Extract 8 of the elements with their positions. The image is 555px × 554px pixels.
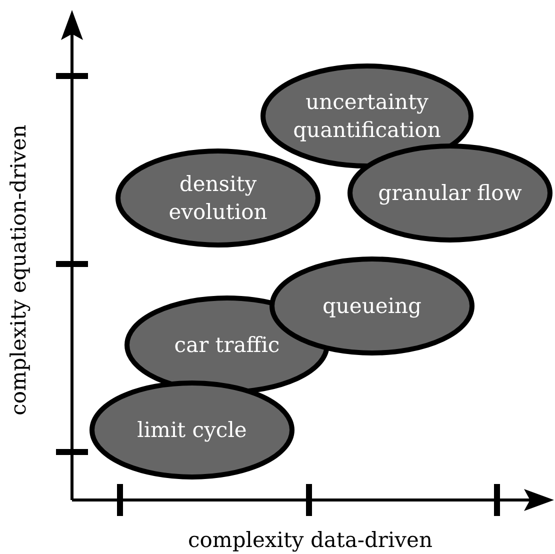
axis-title: complexity equation-driven bbox=[6, 124, 30, 416]
node-label: queueing bbox=[321, 293, 423, 320]
node-label: granular flow bbox=[377, 180, 523, 207]
axis-title: complexity data-driven bbox=[188, 528, 432, 552]
node-label: uncertainty quantification bbox=[292, 89, 442, 144]
node-label: limit cycle bbox=[136, 417, 248, 444]
node-label: density evolution bbox=[168, 171, 268, 226]
node-label: car traffic bbox=[173, 332, 281, 359]
